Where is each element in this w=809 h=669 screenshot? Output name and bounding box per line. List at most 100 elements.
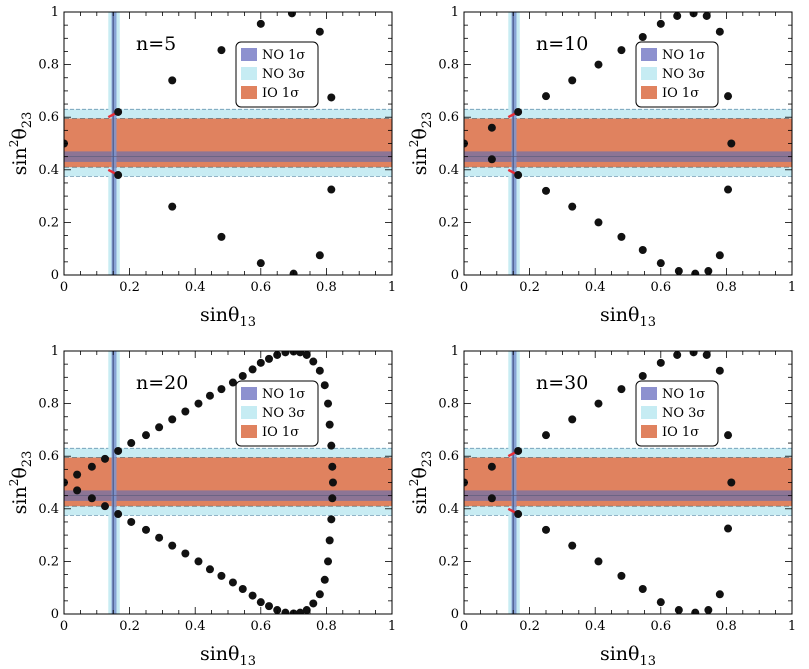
x-axis-label-main: sinθ [600, 643, 640, 665]
legend-swatch [641, 67, 657, 80]
data-point [101, 502, 109, 511]
data-point [320, 575, 329, 584]
data-point [127, 517, 136, 526]
y-tick-label: 1 [51, 344, 59, 359]
y-axis-label: sin2θ23 [407, 112, 435, 176]
data-point [142, 525, 150, 534]
data-point [328, 478, 337, 487]
data-point [114, 510, 123, 519]
data-point [87, 494, 96, 503]
legend-label: NO 1σ [262, 48, 305, 63]
x-tick-label: 0.2 [119, 280, 140, 295]
x-tick-label: 0.4 [185, 619, 206, 634]
x-axis-label-main: sinθ [600, 304, 640, 326]
x-tick-label: 0.6 [250, 619, 271, 634]
data-point [228, 578, 237, 587]
data-point [704, 606, 713, 614]
data-point [542, 525, 550, 534]
y-tick-label: 0.4 [438, 502, 459, 517]
data-point [568, 76, 577, 85]
data-point [217, 385, 226, 394]
data-point [217, 232, 226, 241]
data-point [205, 391, 214, 400]
data-point [315, 27, 324, 36]
x-tick-label: 0.4 [585, 280, 606, 295]
y-axis-label-main: sin [409, 486, 431, 514]
y-axis-label-sub: 23 [20, 112, 35, 129]
legend-label: IO 1σ [262, 86, 299, 101]
data-point [487, 494, 496, 503]
data-point [594, 60, 603, 69]
data-point [594, 557, 603, 566]
panel-label: n=10 [536, 33, 588, 55]
y-axis-label-theta: θ [409, 128, 431, 139]
data-point [487, 462, 496, 471]
axis-ticks [463, 350, 793, 615]
legend-swatch [641, 425, 657, 438]
y-tick-label: 0.8 [38, 58, 59, 73]
legend-swatch [641, 406, 657, 419]
data-point [155, 423, 164, 432]
x-tick-label: 0.2 [519, 619, 540, 634]
plot-area [64, 351, 392, 614]
data-point [217, 571, 226, 580]
plot-area [464, 12, 792, 275]
data-point [514, 171, 523, 180]
y-axis-label-theta: θ [409, 467, 431, 478]
data-point [168, 202, 177, 211]
data-point [617, 385, 626, 394]
y-tick-label: 0.4 [38, 502, 59, 517]
panel-label: n=20 [136, 372, 188, 394]
x-tick-label: 0.4 [185, 280, 206, 295]
no-1sigma-vband [111, 12, 117, 275]
legend-swatch [241, 86, 257, 99]
data-point [168, 76, 177, 85]
y-tick-label: 0.2 [438, 554, 459, 569]
y-tick-label: 1 [451, 5, 459, 20]
y-axis-label-sup: 2 [7, 479, 21, 487]
x-axis-label-sub: 13 [239, 654, 256, 669]
x-tick-label: 0.2 [119, 619, 140, 634]
y-tick-label: 0.6 [438, 449, 459, 464]
x-axis-label: sinθ13 [600, 643, 656, 669]
data-point [168, 541, 177, 550]
data-point [702, 12, 711, 20]
y-axis-label-sup: 2 [407, 479, 421, 487]
data-point [568, 415, 577, 424]
y-tick-label: 0.4 [438, 163, 459, 178]
data-point [256, 358, 265, 367]
y-axis-label: sin2θ23 [7, 451, 35, 515]
data-point [265, 602, 273, 611]
x-axis-label-sub: 13 [639, 654, 656, 669]
y-axis-label-sub: 23 [420, 451, 435, 468]
data-point [302, 606, 311, 614]
y-tick-label: 0.6 [38, 449, 59, 464]
data-point [327, 185, 336, 194]
data-point [724, 92, 733, 101]
data-point [638, 371, 647, 380]
data-point [248, 591, 257, 600]
y-tick-label: 0.2 [38, 215, 59, 230]
y-tick-label: 0.2 [38, 554, 59, 569]
data-point [325, 536, 334, 545]
legend-label: IO 1σ [662, 425, 699, 440]
legend-swatch [241, 48, 257, 61]
x-tick-label: 0 [460, 619, 468, 634]
data-point [281, 351, 290, 357]
y-tick-label: 0.6 [438, 110, 459, 125]
y-axis-label-sub: 23 [420, 112, 435, 129]
y-axis-label: sin2θ23 [7, 112, 35, 176]
data-point [155, 533, 164, 542]
data-point [487, 123, 496, 132]
data-point [315, 251, 324, 260]
x-tick-label: 0.6 [250, 280, 271, 295]
y-axis-label-sup: 2 [7, 140, 21, 148]
data-point [320, 381, 329, 390]
data-point [638, 585, 647, 594]
data-point [702, 351, 711, 359]
data-point [194, 557, 203, 566]
